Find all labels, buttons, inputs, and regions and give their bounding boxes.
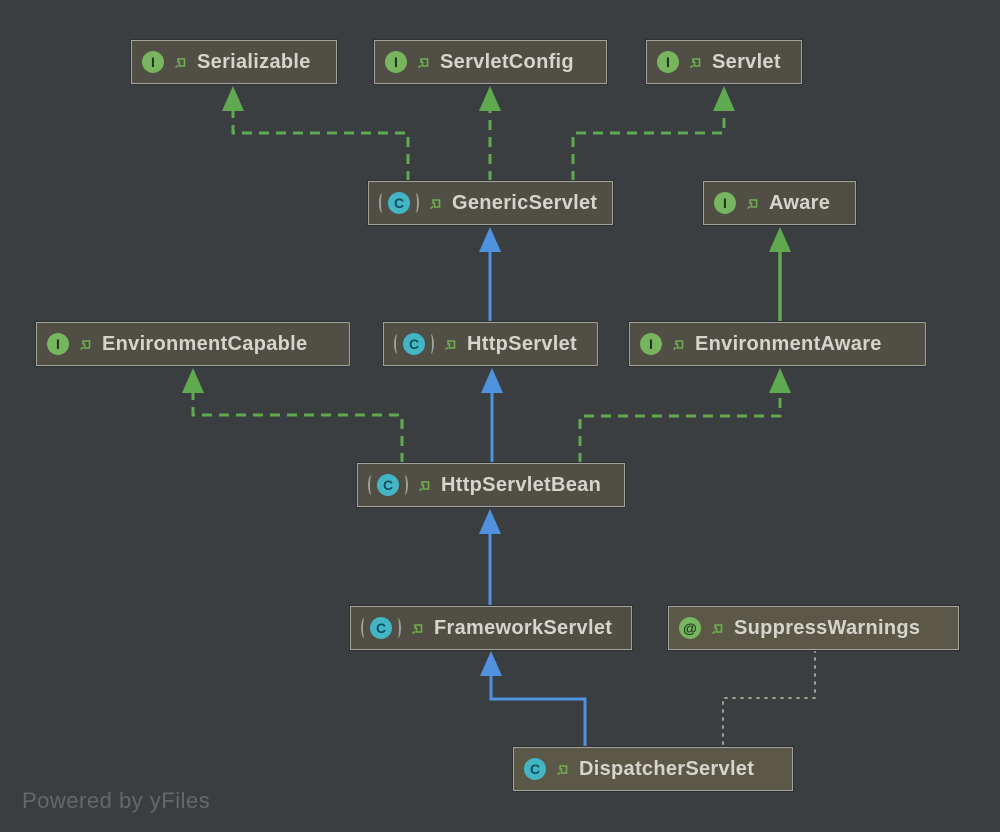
arrowhead-HttpServlet: [481, 368, 503, 393]
node-label: HttpServlet: [467, 332, 577, 355]
node-label: EnvironmentCapable: [102, 332, 308, 355]
node-label: GenericServlet: [452, 191, 598, 214]
key-icon: [410, 621, 424, 635]
interface-icon-letter: I: [394, 54, 398, 70]
class-icon-letter: C: [382, 477, 394, 493]
abstract-class-icon: C: [368, 474, 408, 496]
interface-icon-letter: I: [649, 336, 653, 352]
node-label: ServletConfig: [440, 50, 574, 73]
key-icon: [745, 196, 759, 210]
node-label: Aware: [769, 191, 831, 214]
interface-icon-letter: I: [723, 195, 727, 211]
node-suppresswarnings[interactable]: @ SuppressWarnings: [668, 606, 959, 650]
abstract-class-icon: C: [394, 333, 434, 355]
arrowhead-Aware: [769, 227, 791, 252]
node-servlet[interactable]: I Servlet: [646, 40, 802, 84]
interface-icon-letter: I: [666, 54, 670, 70]
interface-icon: I: [47, 333, 69, 355]
yfiles-watermark: Powered by yFiles: [22, 788, 211, 813]
node-label: DispatcherServlet: [579, 757, 755, 780]
interface-icon: I: [640, 333, 662, 355]
node-genericservlet[interactable]: C GenericServlet: [368, 181, 613, 225]
node-label: SuppressWarnings: [734, 616, 921, 639]
class-icon-letter: C: [375, 620, 387, 636]
annotation-icon-letter: @: [683, 620, 697, 636]
key-icon: [78, 337, 92, 351]
node-frameworkservlet[interactable]: C FrameworkServlet: [350, 606, 632, 650]
class-icon-letter: C: [529, 761, 541, 777]
arrowhead-Serializable: [222, 86, 244, 111]
interface-icon: I: [657, 51, 679, 73]
edge-DispatcherServlet-SuppressWarnings: [722, 649, 816, 746]
edge-HttpServletBean-EnvironmentAware: [578, 390, 782, 463]
arrowhead-GenericServlet: [479, 227, 501, 252]
key-icon: [173, 55, 187, 69]
edge-GenericServlet-Serializable: [231, 108, 410, 181]
node-label: EnvironmentAware: [695, 332, 882, 355]
interface-icon: I: [714, 192, 736, 214]
key-icon: [688, 55, 702, 69]
node-label: FrameworkServlet: [434, 616, 613, 639]
interface-icon: I: [385, 51, 407, 73]
key-icon: [416, 55, 430, 69]
arrowhead-Servlet: [713, 86, 735, 111]
node-label: HttpServletBean: [441, 473, 602, 496]
annotation-icon: @: [679, 617, 701, 639]
interface-icon: I: [142, 51, 164, 73]
node-environmentaware[interactable]: I EnvironmentAware: [629, 322, 926, 366]
edge-DispatcherServlet-FrameworkServlet: [489, 673, 587, 747]
key-icon: [671, 337, 685, 351]
key-icon: [428, 196, 442, 210]
arrowhead-HttpServletBean: [479, 509, 501, 534]
abstract-class-icon: C: [361, 617, 401, 639]
edge-HttpServletBean-EnvironmentCapable: [191, 390, 404, 463]
node-httpservletbean[interactable]: C HttpServletBean: [357, 463, 625, 507]
node-httpservlet[interactable]: C HttpServlet: [383, 322, 598, 366]
node-label: Servlet: [712, 50, 781, 73]
key-icon: [555, 762, 569, 776]
interface-icon-letter: I: [151, 54, 155, 70]
node-dispatcherservlet[interactable]: C DispatcherServlet: [513, 747, 793, 791]
key-icon: [710, 621, 724, 635]
interface-icon-letter: I: [56, 336, 60, 352]
node-aware[interactable]: I Aware: [703, 181, 856, 225]
class-icon-letter: C: [408, 336, 420, 352]
abstract-class-icon: C: [379, 192, 419, 214]
edge-GenericServlet-Servlet: [571, 108, 726, 181]
node-serializable[interactable]: I Serializable: [131, 40, 337, 84]
class-icon-letter: C: [393, 195, 405, 211]
arrowhead-EnvironmentAware: [769, 368, 791, 393]
class-icon: C: [524, 758, 546, 780]
key-icon: [417, 478, 431, 492]
node-label: Serializable: [197, 50, 311, 73]
node-environmentcapable[interactable]: I EnvironmentCapable: [36, 322, 350, 366]
arrowhead-FrameworkServlet: [480, 651, 502, 676]
node-servletconfig[interactable]: I ServletConfig: [374, 40, 607, 84]
arrowhead-ServletConfig: [479, 86, 501, 111]
key-icon: [443, 337, 457, 351]
arrowhead-EnvironmentCapable: [182, 368, 204, 393]
